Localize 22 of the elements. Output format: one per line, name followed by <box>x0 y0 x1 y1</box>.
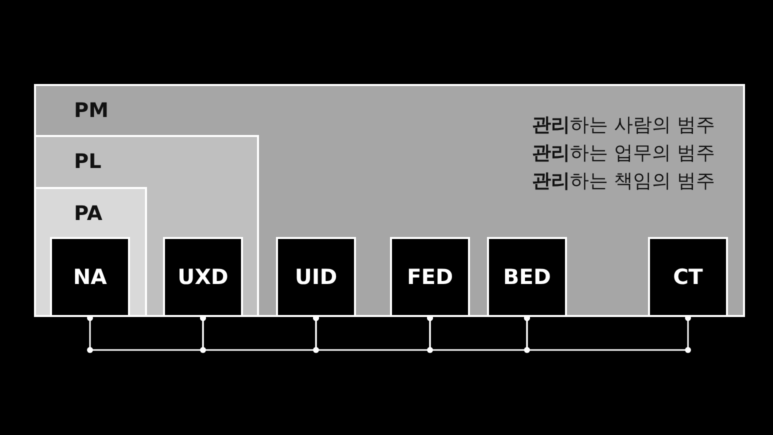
role-box <box>163 237 243 317</box>
role-area <box>34 187 147 317</box>
role-box <box>487 237 567 317</box>
connector-line <box>524 315 691 351</box>
role-area <box>34 84 745 317</box>
description-text: 관리하는 업무의 범주 <box>532 141 715 166</box>
role-name: PA <box>74 201 102 225</box>
description-text: 관리하는 사람의 범주 <box>532 113 715 138</box>
role-name: UXD <box>176 265 230 289</box>
role-name: BED <box>502 265 552 289</box>
role-name: NA <box>72 265 108 289</box>
role-box <box>648 237 728 317</box>
role-name: CT <box>672 265 704 289</box>
role-name: FED <box>406 265 454 289</box>
role-area <box>34 135 259 317</box>
role-name: PM <box>74 98 109 122</box>
role-box <box>50 237 130 317</box>
role-name: UID <box>294 265 338 289</box>
role-box <box>390 237 470 317</box>
role-box <box>276 237 356 317</box>
role-name: PL <box>74 149 102 173</box>
description-text: 관리하는 책임의 범주 <box>532 169 715 194</box>
